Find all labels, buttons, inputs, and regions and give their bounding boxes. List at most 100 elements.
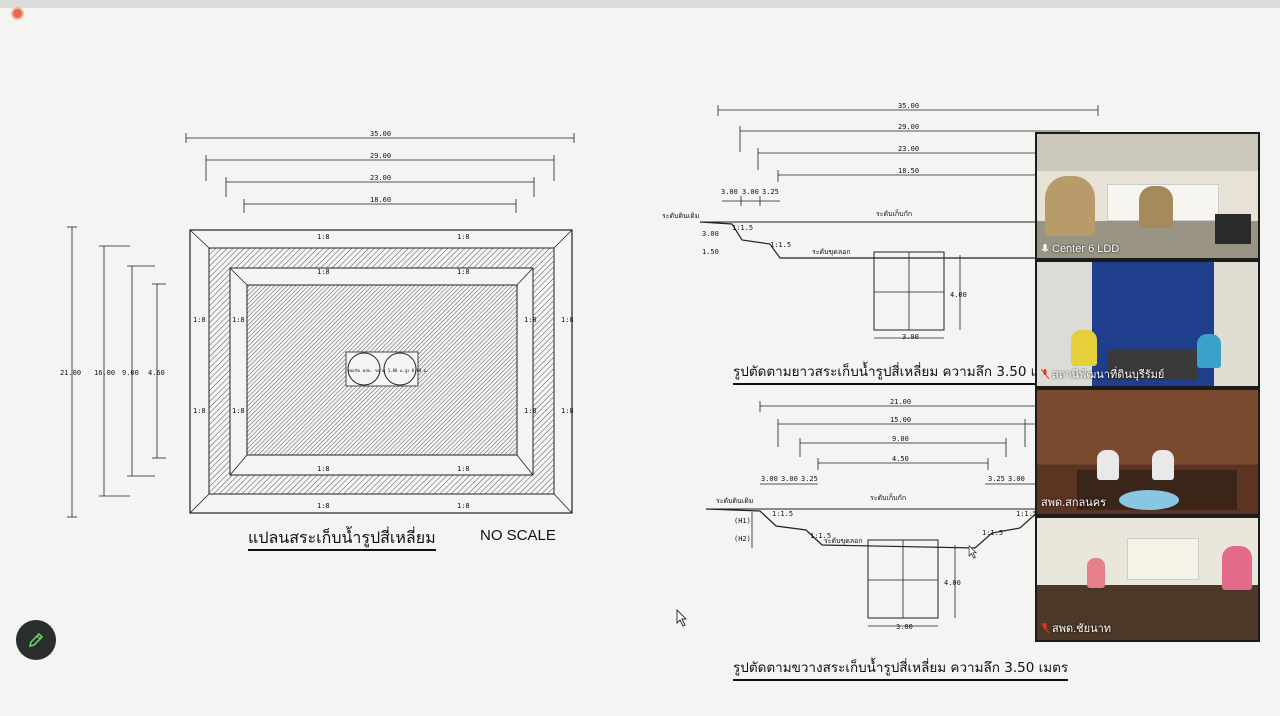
- slope-label: 1:8: [524, 407, 537, 415]
- plan-view: [67, 133, 575, 518]
- long-slope-a: 1:1.5: [732, 224, 753, 232]
- cross-ground-label: ระดับดินเดิม: [716, 497, 753, 505]
- long-bottom-label: ระดับขุดลอก: [812, 248, 851, 256]
- slope-label: 1:8: [317, 465, 330, 473]
- video-tile[interactable]: สพด.ชัยนาท: [1037, 518, 1258, 640]
- long-slope-b: 1:1.5: [770, 241, 791, 249]
- plan-dim-top-1: 29.00: [370, 152, 391, 160]
- plan-outer-edge: [189, 229, 573, 514]
- participant-figure: [1197, 334, 1221, 368]
- participant-name-label: Center 6 LDD: [1041, 243, 1119, 255]
- cross-section-title: รูปตัดตามขวางสระเก็บน้ำรูปสี่เหลี่ยม ควา…: [733, 656, 1069, 681]
- table: [1107, 350, 1197, 380]
- plan-dim-top-2: 23.00: [370, 174, 391, 182]
- mouse-cursor-icon: [676, 609, 688, 627]
- long-box-width: 3.00: [902, 333, 919, 341]
- pipe-box: [345, 351, 419, 387]
- cross-h2: (H2): [734, 535, 751, 543]
- long-offset-2: 3.25: [762, 188, 779, 196]
- video-tile[interactable]: สพด.สกลนคร: [1037, 390, 1258, 514]
- participant-name-label: สถานีพัฒนาที่ดินบุรีรัมย์: [1041, 365, 1164, 383]
- long-storage-label: ระดับเก็บกัก: [876, 209, 912, 218]
- long-depth-a: 3.00: [702, 230, 719, 238]
- long-offset-1: 3.00: [742, 188, 759, 196]
- long-dim-3: 18.50: [898, 167, 919, 175]
- slope-label: 1:8: [232, 316, 245, 324]
- participant-figure: [1071, 330, 1097, 366]
- cross-h1: (H1): [734, 517, 751, 525]
- microphone-icon: [1041, 244, 1049, 252]
- participant-figure: [1087, 558, 1105, 588]
- cross-offset-r1: 3.00: [1008, 475, 1025, 483]
- video-tile[interactable]: Center 6 LDD: [1037, 134, 1258, 258]
- cross-offset-l2: 3.25: [801, 475, 818, 483]
- cross-offset-l1: 3.00: [781, 475, 798, 483]
- cross-dim-2: 9.00: [892, 435, 909, 443]
- participant-figure: [1222, 546, 1252, 590]
- long-box-height: 4.00: [950, 291, 967, 299]
- long-offset-0: 3.00: [721, 188, 738, 196]
- cross-storage-label: ระดับเก็บกัก: [870, 493, 906, 502]
- video-gallery: Center 6 LDD สถานีพัฒนาที่ดินบุรีรัมย์ ส…: [1035, 132, 1260, 642]
- plan-dim-left-2: 9.00: [122, 369, 139, 377]
- pipe-circle-right: [383, 352, 417, 386]
- plan-dim-left-3: 4.60: [148, 369, 165, 377]
- annotate-pen-button[interactable]: [16, 620, 56, 660]
- slope-label: 1:8: [317, 268, 330, 276]
- slope-label: 1:8: [524, 316, 537, 324]
- slope-label: 1:8: [232, 407, 245, 415]
- microphone-muted-icon: [1041, 369, 1049, 379]
- plan-dim-top-3: 18.60: [370, 196, 391, 204]
- participant-name-label: สพด.ชัยนาท: [1041, 619, 1111, 637]
- participant-figure: [1152, 450, 1174, 480]
- mouse-cursor-icon: [968, 545, 978, 559]
- cross-slope-left2: 1:1.5: [810, 532, 831, 540]
- long-dim-2: 23.00: [898, 145, 919, 153]
- flowers: [1119, 490, 1179, 510]
- cross-section: [705, 401, 1041, 627]
- cross-dim-0: 21.00: [890, 398, 911, 406]
- participant-name-label: สพด.สกลนคร: [1041, 497, 1107, 509]
- long-section-labels: 35.00 29.00 23.00 18.50 3.00 3.00 3.25 ร…: [662, 102, 967, 341]
- cross-slope-right2: 1:1.5: [1016, 510, 1037, 518]
- pen-icon: [28, 632, 44, 648]
- pipe-circle-left: [347, 352, 381, 386]
- slope-label: 1:8: [193, 407, 206, 415]
- record-indicator-icon[interactable]: [11, 7, 24, 20]
- participant-figure: [1139, 186, 1173, 228]
- no-scale-note: NO SCALE: [480, 527, 556, 544]
- slope-label: 1:8: [561, 407, 574, 415]
- slope-label: 1:8: [457, 465, 470, 473]
- long-section-title: รูปตัดตามยาวสระเก็บน้ำรูปสี่เหลี่ยม ความ…: [733, 360, 1061, 385]
- slope-label: 1:8: [193, 316, 206, 324]
- cross-slope-right: 1:1.5: [982, 529, 1003, 537]
- long-ground-label: ระดับดินเดิม: [662, 212, 699, 220]
- participant-figure: [1097, 450, 1119, 480]
- long-depth-b: 1.50: [702, 248, 719, 256]
- cross-offset-l0: 3.00: [761, 475, 778, 483]
- slope-label: 1:8: [457, 502, 470, 510]
- pipe-label: ท่อปรับ คสล. ขนาด 1.00 ม.สูง 0.80 ม.: [348, 368, 429, 374]
- long-dim-0: 35.00: [898, 102, 919, 110]
- slope-label: 1:8: [457, 268, 470, 276]
- slope-label: 1:8: [457, 233, 470, 241]
- long-dim-1: 29.00: [898, 123, 919, 131]
- slope-label: 1:8: [317, 233, 330, 241]
- video-tile[interactable]: สถานีพัฒนาที่ดินบุรีรัมย์: [1037, 262, 1258, 386]
- long-section: [699, 105, 1099, 339]
- cross-dim-1: 15.00: [890, 416, 911, 424]
- slope-label: 1:8: [561, 316, 574, 324]
- plan-dim-labels: 35.00 29.00 23.00 18.60 21.00 16.00 9.00…: [60, 130, 574, 510]
- cross-dim-3: 4.50: [892, 455, 909, 463]
- plan-title: แปลนสระเก็บน้ำรูปสี่เหลี่ยม: [248, 526, 436, 551]
- slope-label: 1:8: [317, 502, 330, 510]
- top-bar: [0, 0, 1280, 8]
- cross-bottom-label: ระดับขุดลอก: [824, 537, 863, 545]
- cross-offset-r0: 3.25: [988, 475, 1005, 483]
- chair: [1215, 214, 1251, 244]
- plan-dim-left-0: 21.00: [60, 369, 81, 377]
- participant-figure: [1045, 176, 1095, 236]
- cross-box-height: 4.00: [944, 579, 961, 587]
